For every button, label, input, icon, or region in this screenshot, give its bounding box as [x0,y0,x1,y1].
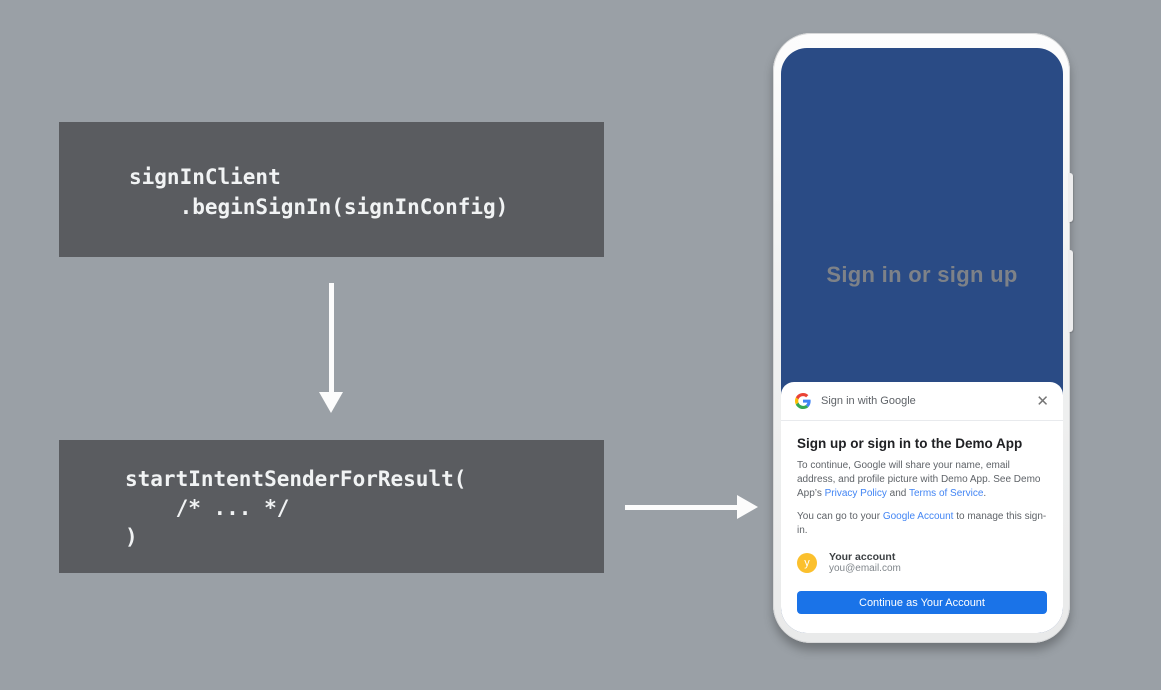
terms-of-service-link[interactable]: Terms of Service [908,488,984,500]
code-snippet-start-intent-sender: startIntentSenderForResult( /* ... */ ) [59,440,604,573]
consent-paragraph: To continue, Google will share your name… [797,459,1047,502]
manage-paragraph: You can go to your Google Account to man… [797,510,1047,538]
account-text: Your account you@email.com [829,551,901,575]
down-arrow-head [319,392,343,413]
sheet-header: Sign in with Google ✕ [781,382,1063,421]
consent-text-end: . [983,488,987,500]
code-snippet-begin-sign-in: signInClient .beginSignIn(signInConfig) [59,122,604,257]
google-g-icon [795,393,811,409]
account-row[interactable]: y Your account you@email.com [797,551,1047,575]
manage-text: You can go to your [797,510,883,522]
right-arrow-head [737,495,758,519]
account-email: you@email.com [829,563,901,575]
down-arrow-icon [319,283,344,413]
sign-in-with-google-label: Sign in with Google [821,395,916,407]
phone-frame: Sign in or sign up Sign in with Google ✕… [773,33,1073,643]
sheet-body: Sign up or sign in to the Demo App To co… [781,421,1063,615]
google-account-link[interactable]: Google Account [882,510,954,522]
account-avatar: y [797,553,817,574]
manage-text-end: to manage this sign-in. [797,510,1047,536]
privacy-policy-link[interactable]: Privacy Policy [824,488,887,500]
sheet-heading: Sign up or sign in to the Demo App [797,436,1023,451]
continue-button[interactable]: Continue as Your Account [797,591,1047,615]
down-arrow-shaft [329,283,334,394]
google-sign-in-bottom-sheet: Sign in with Google ✕ Sign up or sign in… [781,382,1063,633]
account-name: Your account [829,551,896,564]
power-button [1068,250,1073,332]
close-icon[interactable]: ✕ [1036,391,1049,410]
volume-button [1068,173,1073,222]
app-screen-title: Sign in or sign up [826,262,1018,287]
consent-text-and: and [886,488,909,500]
right-arrow-shaft [625,505,739,510]
phone-screen: Sign in or sign up Sign in with Google ✕… [781,48,1063,633]
right-arrow-icon [625,495,758,520]
consent-text: To continue, Google will share your name… [797,460,1041,500]
